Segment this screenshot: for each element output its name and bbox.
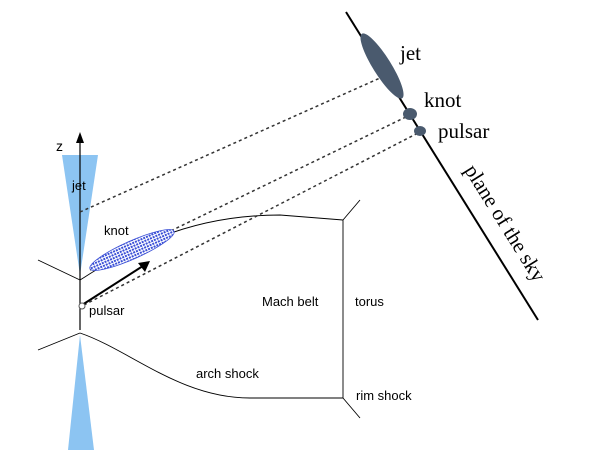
knot-label-right: knot xyxy=(424,88,462,112)
knot-label-left: knot xyxy=(104,223,129,238)
pulsar-to-knot-arrowhead xyxy=(138,261,150,272)
torus-label: torus xyxy=(355,294,384,309)
torus-edge-upper-left xyxy=(37,259,81,281)
mach-belt-label: Mach belt xyxy=(262,294,319,309)
projected-jet-shape xyxy=(360,33,404,99)
pulsar-label-right: pulsar xyxy=(438,119,489,143)
pulsar-label-left: pulsar xyxy=(89,303,125,318)
rim-shock-flare xyxy=(342,397,361,419)
torus-top-right-flare xyxy=(342,199,361,221)
z-axis-label: z xyxy=(56,138,63,154)
pulsar-to-knot-arrow-line xyxy=(81,263,147,306)
projected-knot-dot xyxy=(403,108,417,120)
pulsar-point xyxy=(78,302,86,310)
projection-line-pulsar xyxy=(83,132,419,306)
jet-cone-lower xyxy=(68,335,94,450)
projection-line-knot xyxy=(89,114,411,271)
arch-shock-curve xyxy=(79,332,343,399)
projected-pulsar-dot xyxy=(414,126,426,136)
torus-edge-lower-left xyxy=(37,332,81,351)
jet-label-left: jet xyxy=(71,178,86,193)
rim-shock-label: rim shock xyxy=(356,388,412,403)
projection-line-jet xyxy=(79,77,381,213)
z-axis-arrowhead xyxy=(76,132,84,143)
jet-label-right: jet xyxy=(399,41,421,65)
knot-blob xyxy=(89,229,175,271)
arch-shock-label: arch shock xyxy=(196,366,259,381)
